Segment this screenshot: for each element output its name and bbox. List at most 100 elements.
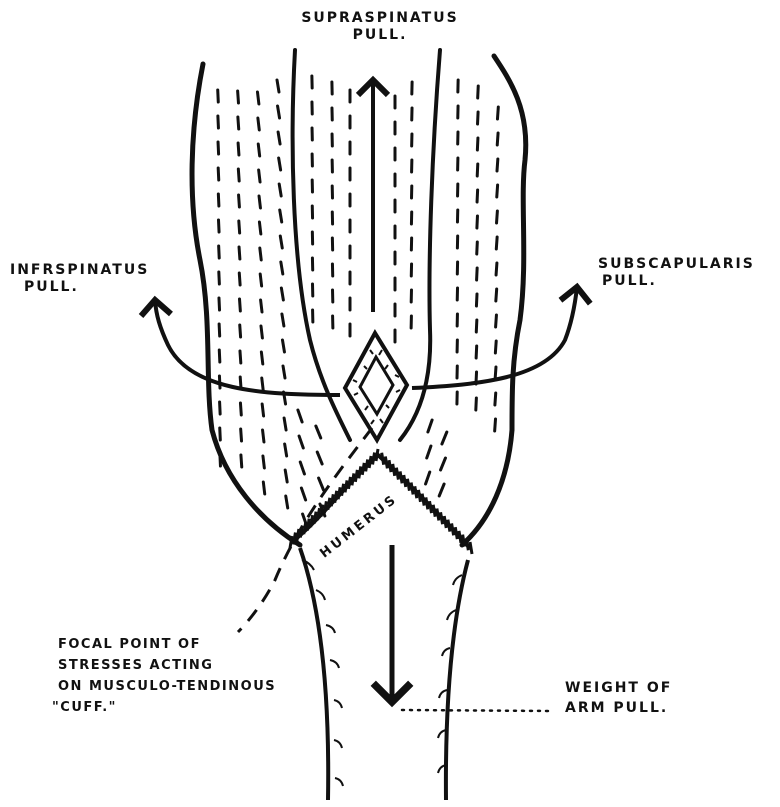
cartilage-tick — [314, 512, 316, 524]
inner-line-left — [293, 50, 350, 440]
fibre-dash — [262, 378, 263, 390]
focal-label-line4: "CUFF." — [52, 697, 276, 718]
cartilage-tick — [355, 470, 357, 482]
cartilage-tick — [407, 479, 409, 491]
fibre-dash — [476, 398, 477, 410]
fibre-dash — [258, 144, 259, 156]
cartilage-tick — [470, 542, 472, 554]
fibre-dash — [299, 436, 303, 448]
fibre-dash — [427, 446, 431, 458]
cartilage-tick — [345, 480, 347, 492]
fibre-dash — [477, 138, 478, 150]
cartilage-tick — [433, 505, 435, 517]
cartilage-tick — [466, 538, 468, 550]
fibre-dash — [317, 452, 322, 464]
fibre-dash — [497, 159, 498, 171]
supraspinatus-label-line2: PULL. — [290, 27, 470, 44]
cartilage-tick — [362, 463, 364, 475]
fibre-dash — [496, 315, 497, 327]
cartilage-tick — [376, 449, 378, 461]
fibre-dash — [282, 340, 284, 352]
fibre-dash — [278, 106, 280, 118]
fibre-dash — [261, 326, 262, 338]
fibre-dash — [218, 116, 219, 128]
fibre-dash — [279, 158, 281, 170]
fibre-dash — [238, 143, 239, 155]
fibre-dash — [284, 418, 286, 430]
fibre-dash — [280, 236, 282, 248]
cartilage-tick — [418, 490, 420, 502]
infraspinatus-label-line1: INFRSPINATUS — [10, 262, 149, 279]
fibre-dash — [263, 430, 264, 442]
fibre-dash — [239, 273, 240, 285]
cartilage-tick — [328, 498, 330, 510]
cartilage-tick — [335, 491, 337, 503]
fibre-dash — [261, 352, 262, 364]
cartilage-tick — [304, 522, 306, 534]
fibre-dash — [240, 325, 241, 337]
fibre-dash — [239, 247, 240, 259]
fibre-dash — [259, 170, 260, 182]
cartilage-tick — [290, 536, 292, 548]
subscapularis-label: SUBSCAPULARIS PULL. — [598, 256, 755, 290]
fibre-dash — [239, 221, 240, 233]
fibre-dash — [218, 90, 219, 102]
fibre-dash — [219, 350, 220, 362]
cartilage-tick — [338, 487, 340, 499]
focal-label-line2: STRESSES ACTING — [52, 655, 276, 676]
cartilage-tick — [437, 509, 439, 521]
fibre-dash — [259, 222, 260, 234]
fibre-dash — [497, 211, 498, 223]
fibre-dash — [241, 455, 242, 467]
fibre-dash — [497, 133, 498, 145]
cartilage-tick — [415, 486, 417, 498]
left-muscle-outline — [192, 64, 300, 545]
fibre-dash — [238, 169, 239, 181]
fibre-dash — [497, 107, 498, 119]
cartilage-tick — [452, 523, 454, 535]
cartilage-tick — [311, 515, 313, 527]
infraspinatus-label-line2: PULL. — [10, 279, 149, 296]
fibre-dash — [476, 320, 477, 332]
humerus-shaft-right — [446, 560, 468, 800]
fibre-dash — [238, 91, 239, 103]
fibre-dash — [280, 210, 282, 222]
humerus-shaft-left — [300, 548, 328, 800]
cartilage-tick — [382, 453, 384, 465]
fibre-dash — [476, 346, 477, 358]
cartilage-tick — [455, 527, 457, 539]
fibre-dash — [263, 456, 264, 468]
fibre-dash — [476, 294, 477, 306]
cartilage-tick — [293, 533, 295, 545]
subscapularis-label-line2: PULL. — [598, 273, 755, 290]
fibre-dash — [281, 262, 283, 274]
cartilage-tick — [366, 459, 368, 471]
cartilage-tick — [324, 501, 326, 513]
fibre-dash — [220, 402, 221, 414]
fibre-dash — [258, 118, 259, 130]
cartilage-tick — [389, 460, 391, 472]
focal-point-diamond — [345, 333, 407, 440]
fibre-dash — [496, 289, 497, 301]
fibre-dash — [301, 488, 305, 500]
fibre-dash — [478, 86, 479, 98]
cartilage-tick — [444, 516, 446, 528]
cartilage-tick — [318, 508, 320, 520]
cartilage-tick — [321, 505, 323, 517]
fibre-dash — [218, 168, 219, 180]
fibre-dash — [495, 393, 496, 405]
fibre-dash — [218, 142, 219, 154]
fibre-dash — [495, 419, 496, 431]
fibre-dash — [220, 454, 221, 466]
fibre-dash — [257, 92, 258, 104]
weight-label-line1: WEIGHT OF — [565, 678, 672, 698]
fibre-dash — [495, 341, 496, 353]
fibre-dash — [259, 196, 260, 208]
fibre-dash — [428, 420, 432, 432]
fibre-dash — [260, 248, 261, 260]
cartilage-tick — [404, 475, 406, 487]
fibre-dash — [477, 242, 478, 254]
fibre-dash — [218, 194, 219, 206]
fibre-dash — [497, 185, 498, 197]
